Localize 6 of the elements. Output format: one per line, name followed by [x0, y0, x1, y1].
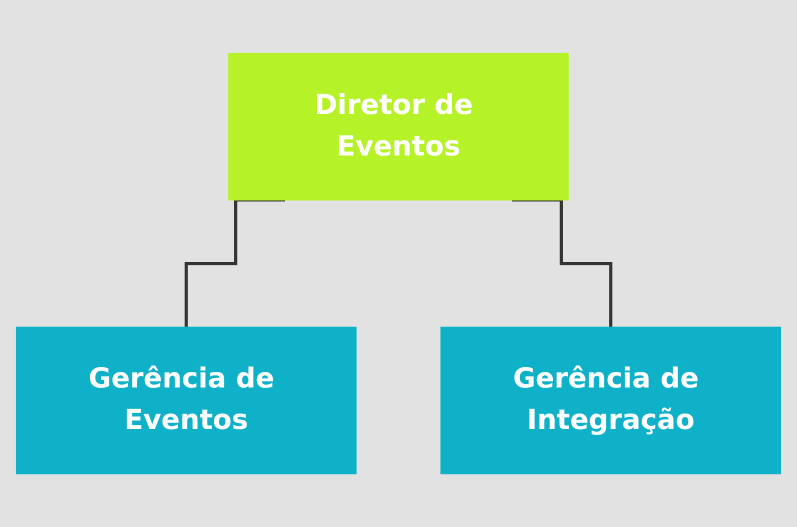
connector [184, 198, 285, 329]
node-box [16, 326, 357, 474]
org-chart: Diretor de Eventos Gerência de Eventos Gerência de Integração [8, 44, 789, 482]
node-box [228, 52, 569, 200]
connector [512, 198, 612, 329]
node-box [440, 326, 782, 474]
